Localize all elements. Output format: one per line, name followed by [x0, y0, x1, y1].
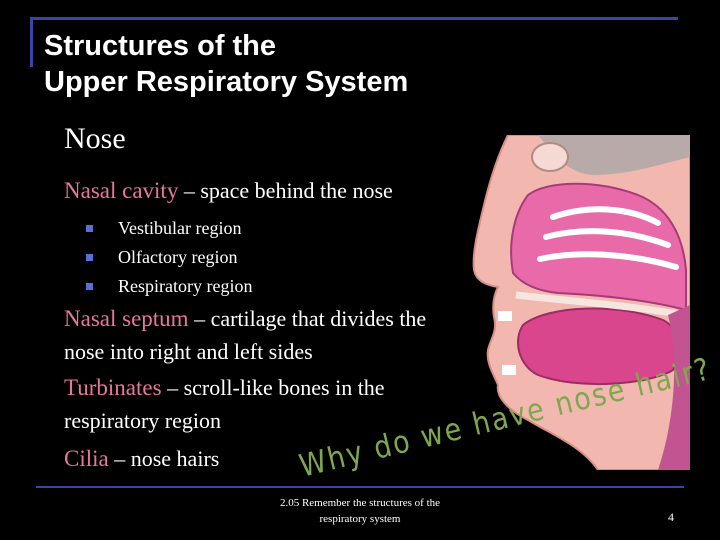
footer-note-line-1: 2.05 Remember the structures of the: [279, 497, 441, 509]
palate: [515, 291, 684, 319]
nasal-septum-term: Nasal septum: [64, 306, 189, 331]
footer-note-line-2: respiratory system: [319, 513, 401, 525]
turbinate-upper: [550, 206, 661, 226]
turbinates-term: Turbinates: [64, 375, 162, 400]
pharynx: [658, 305, 690, 470]
nasal-septum-line-2: nose into right and left sides: [64, 339, 313, 364]
nasal-cavity-term: Nasal cavity: [64, 178, 179, 203]
turbinate-middle: [543, 228, 671, 248]
skull-bone: [538, 135, 690, 175]
top-rule: [30, 17, 678, 20]
turbinates-line-2: respiratory region: [64, 408, 221, 433]
nasal-cavity-line: Nasal cavity – space behind the nose: [64, 178, 393, 204]
teeth-lower: [502, 365, 516, 375]
region-label: Vestibular region: [118, 218, 242, 238]
cilia-line: Cilia – nose hairs: [64, 446, 219, 472]
region-label: Respiratory region: [118, 276, 253, 296]
square-bullet-icon: [86, 283, 93, 290]
turbinates-line-1: Turbinates – scroll-like bones in the: [64, 375, 385, 401]
list-item: Vestibular region: [86, 214, 252, 243]
page-number: 4: [668, 510, 674, 524]
nasal-cavity-desc: – space behind the nose: [178, 178, 393, 203]
nasal-cavity-regions: Vestibular region Olfactory region Respi…: [86, 214, 252, 301]
title-line-2: Upper Respiratory System: [44, 66, 409, 98]
teeth-upper: [498, 311, 512, 321]
footer-note: 2.05 Remember the structures of the resp…: [262, 495, 458, 527]
list-item: Respiratory region: [86, 272, 252, 301]
sinus: [531, 142, 569, 172]
nasal-septum-line-1: Nasal septum – cartilage that divides th…: [64, 306, 426, 332]
list-item: Olfactory region: [86, 243, 252, 272]
section-heading: Nose: [64, 122, 126, 155]
turbinate-lower: [537, 251, 679, 270]
region-label: Olfactory region: [118, 247, 238, 267]
bottom-rule: [36, 486, 684, 488]
cilia-term: Cilia: [64, 446, 109, 471]
nasal-anatomy-illustration: [472, 135, 690, 470]
title-line-1: Structures of the: [44, 30, 277, 62]
side-rule: [30, 17, 33, 67]
square-bullet-icon: [86, 254, 93, 261]
nasal-septum-desc: – cartilage that divides the: [188, 306, 427, 331]
slide-title: Structures of the Upper Respiratory Syst…: [44, 28, 408, 100]
tongue: [517, 307, 680, 386]
cilia-desc: – nose hairs: [108, 446, 220, 471]
square-bullet-icon: [86, 225, 93, 232]
turbinates-desc: – scroll-like bones in the: [161, 375, 385, 400]
